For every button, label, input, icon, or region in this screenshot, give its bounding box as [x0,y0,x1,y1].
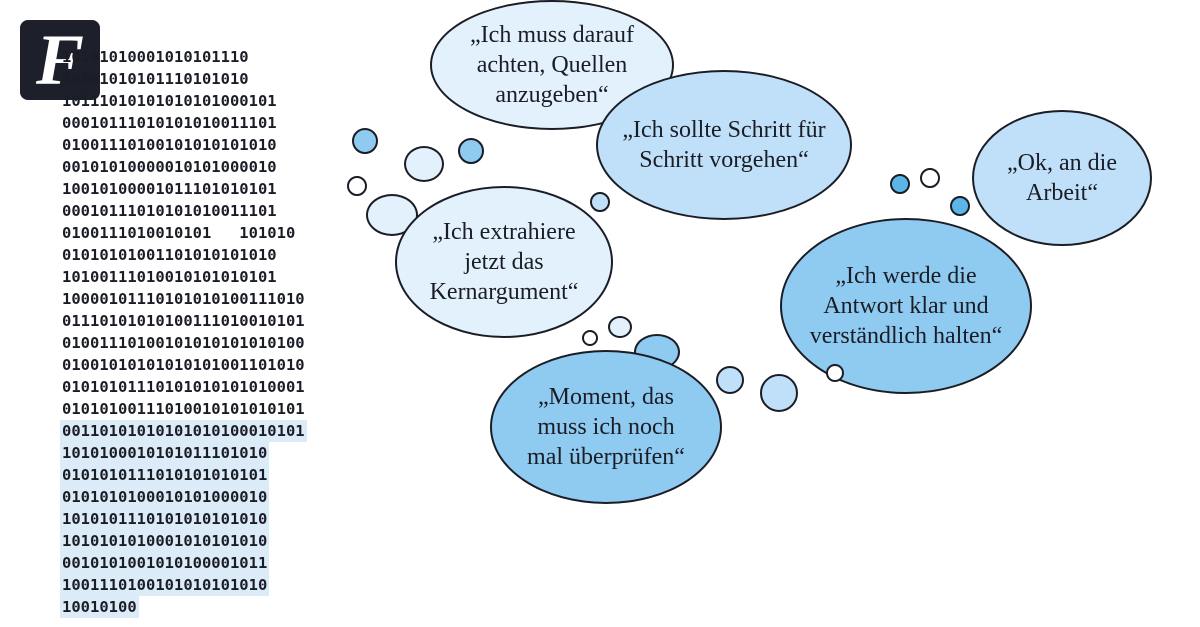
binary-line: 10010100001011101010101 [62,180,277,198]
binary-line: 00110101010101010100010101 [60,420,307,442]
binary-line: 01010101110101010101010001 [62,378,305,396]
binary-line: 01010101001101010101010 [62,246,277,264]
thought-bubble-schritt: „Ich sollte Schritt für Schritt vorgehen… [596,70,852,220]
binary-line: 01001110100101010101010100 [62,334,305,352]
logo-f-icon: F [20,20,100,100]
binary-line: 10111010101010101000101 [62,92,277,110]
binary-line: 1010101110101010101010 [60,508,270,530]
thought-text: „Moment, das muss ich noch mal überprüfe… [527,384,685,470]
binary-line: 0010101001010100001011 [60,552,270,574]
binary-line: 1010101010001010101010 [60,530,270,552]
thought-bubble-quellen: „Ich muss darauf achten, Quellen anzugeb… [430,0,674,130]
thought-dot [826,364,844,382]
thought-dot [890,174,910,194]
binary-head-silhouette: 10101010001010101110 0000101010111010101… [60,46,420,627]
thought-dot [404,146,444,182]
binary-line: 1010100010101011101010 [60,442,270,464]
binary-line: 10100111010010101010101 [62,268,277,286]
thought-dot [716,366,744,394]
binary-line: 10101010001010101110 [62,48,249,66]
binary-line: 10010100 [60,596,139,618]
thought-text: „Ich sollte Schritt für Schritt vorgehen… [622,117,826,173]
binary-line: 00101010000010101000010 [62,158,277,176]
thought-text: „Ich extrahiere jetzt das Kernargument“ [429,219,579,305]
binary-line: 01001110100101010101010 [62,136,277,154]
binary-line: 0101010111010101010101 [60,464,270,486]
thought-dot [458,138,484,164]
thought-bubble-kernargument: „Ich extrahiere jetzt das Kernargument“ [395,186,613,338]
binary-line: 00001010101110101010 [62,70,249,88]
thought-dot [920,168,940,188]
thought-dot [582,330,598,346]
binary-line: 10000101110101010100111010 [62,290,305,308]
binary-line: 01001010101010101001101010 [62,356,305,374]
binary-line: 01010100111010010101010101 [62,400,305,418]
thought-dot [352,128,378,154]
thought-dot [760,374,798,412]
thought-dot [950,196,970,216]
thought-text: „Ich muss darauf achten, Quellen anzugeb… [470,22,634,108]
thought-dot [347,176,367,196]
thought-text: „Ok, an die Arbeit“ [1007,150,1117,206]
thought-bubble-ueberpruefen: „Moment, das muss ich noch mal überprüfe… [490,350,722,504]
thought-bubble-arbeit: „Ok, an die Arbeit“ [972,110,1152,246]
binary-line: 00010111010101010011101 [62,114,277,132]
binary-line: 1001110100101010101010 [60,574,270,596]
thought-dot [590,192,610,212]
thought-bubble-antwort: „Ich werde die Antwort klar und verständ… [780,218,1032,394]
thought-text: „Ich werde die Antwort klar und verständ… [809,263,1003,349]
binary-line: 0100111010010101 101010 [62,224,296,242]
thought-dot [608,316,632,338]
binary-line: 00010111010101010011101 [62,202,277,220]
binary-line: 01110101010100111010010101 [62,312,305,330]
binary-line: 0101010100010101000010 [60,486,270,508]
